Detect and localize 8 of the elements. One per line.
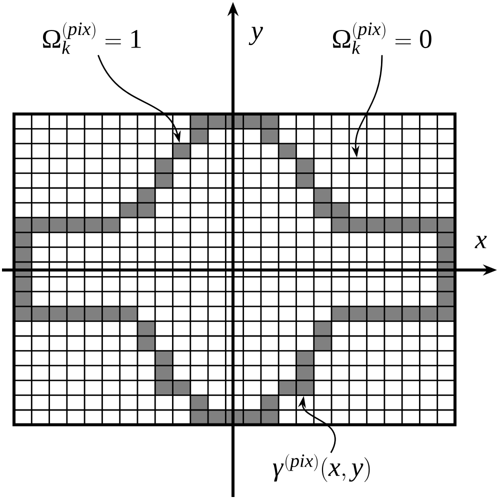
pixel-cell <box>296 380 315 396</box>
formula-label: $\Omega_k^{(pix)} = 0$ <box>333 22 432 54</box>
formula-label: $\Omega_k^{(pix)} = 1$ <box>43 22 141 54</box>
pixel-cell <box>172 142 192 160</box>
formula-label: $\gamma^{(pix)}(x,y)$ <box>272 454 370 482</box>
axis-label: $x$ <box>474 236 487 248</box>
axis-label: $y$ <box>248 26 263 46</box>
pixel-cell <box>348 158 368 174</box>
